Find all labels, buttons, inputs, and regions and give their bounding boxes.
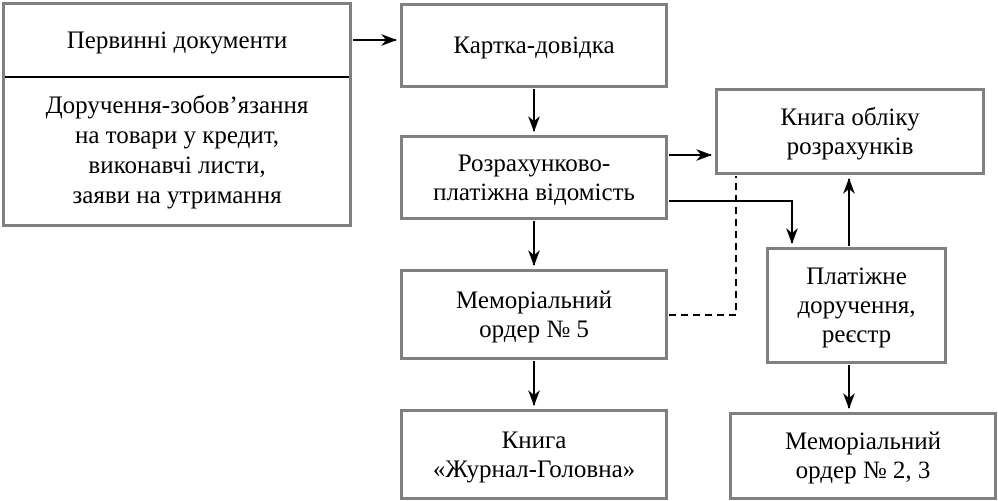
- payroll-statement-box: Розрахунково- платіжна відомість: [400, 135, 668, 220]
- journal-ledger-line: Книга: [501, 426, 567, 454]
- primary-documents-item: на товари у кредит,: [74, 122, 280, 149]
- memorial-order-2-3-line: ордер № 2, 3: [795, 457, 931, 484]
- primary-documents-item: виконавчі листи,: [88, 152, 266, 179]
- memorial-order-2-3-line: Меморіальний: [784, 428, 942, 455]
- dashed-link-memorial-5-to-settlements: [669, 176, 737, 316]
- payroll-statement-line: платіжна відомість: [433, 178, 635, 206]
- primary-documents-item: заяви на утримання: [72, 182, 282, 209]
- reference-card-line: Картка-довідка: [453, 32, 615, 59]
- memorial-order-5-box: Меморіальний ордер № 5: [400, 269, 668, 360]
- settlements-book-line: Книга обліку: [780, 103, 920, 131]
- reference-card-label: Картка-довідка: [403, 6, 665, 85]
- primary-documents-title-text: Первинні документи: [66, 26, 288, 54]
- primary-documents-divider: [5, 76, 349, 78]
- primary-documents-box: Первинні документи Доручення-зобов’язанн…: [2, 2, 352, 227]
- payment-order-box: Платіжне доручення, реєстр: [766, 247, 947, 364]
- settlements-book-label: Книга обліку розрахунків: [718, 91, 982, 172]
- settlements-book-line: розрахунків: [786, 132, 914, 160]
- journal-ledger-label: Книга «Журнал-Головна»: [403, 412, 665, 497]
- settlements-book-box: Книга обліку розрахунків: [715, 88, 985, 175]
- payroll-statement-line: Розрахунково-: [457, 149, 611, 177]
- primary-documents-item: Доручення-зобов’язання: [45, 92, 309, 119]
- memorial-order-2-3-box: Меморіальний ордер № 2, 3: [729, 412, 997, 500]
- memorial-order-5-line: ордер № 5: [479, 315, 589, 343]
- memorial-order-5-label: Меморіальний ордер № 5: [403, 272, 665, 357]
- payment-order-label: Платіжне доручення, реєстр: [769, 250, 944, 361]
- arrow-payroll-to-payment-order: [669, 200, 798, 244]
- memorial-order-5-line: Меморіальний: [455, 286, 613, 314]
- primary-documents-items: Доручення-зобов’язання на товари у креди…: [5, 78, 349, 224]
- primary-documents-title: Первинні документи: [5, 5, 349, 76]
- payment-order-line: доручення,: [797, 292, 916, 319]
- journal-ledger-line: «Журнал-Головна»: [432, 455, 636, 483]
- memorial-order-2-3-label: Меморіальний ордер № 2, 3: [732, 415, 994, 497]
- payroll-statement-label: Розрахунково- платіжна відомість: [403, 138, 665, 217]
- reference-card-box: Картка-довідка: [400, 3, 668, 88]
- payment-order-line: Платіжне: [806, 263, 907, 290]
- journal-ledger-box: Книга «Журнал-Головна»: [400, 409, 668, 500]
- payment-order-line: реєстр: [821, 321, 892, 348]
